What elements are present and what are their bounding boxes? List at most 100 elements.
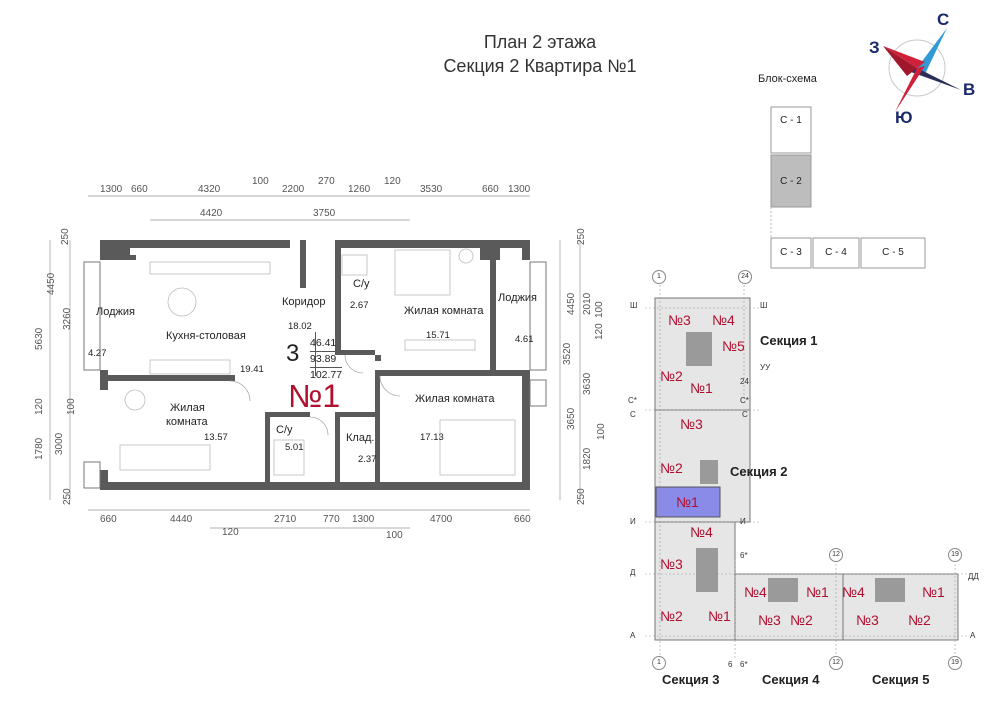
axis-left-4: И [630,517,636,526]
dim-top2-2: 3750 [313,208,336,219]
room-living-top: Жилая комната [404,305,484,317]
living-area: 46.41 [310,336,343,352]
dim-top-4: 100 [252,176,269,187]
dim-top-11: 1300 [508,184,531,195]
axis-left-3: С [630,410,636,419]
axis-top-3: 24 [740,377,749,386]
axis-top-2: 24 [738,270,752,284]
block-c4: С - 4 [825,247,847,258]
section-1-label: Секция 1 [760,333,818,348]
axis-right-2: УУ [760,363,771,372]
total-with-loggia: 102.77 [310,369,343,381]
block-scheme-label: Блок-схема [758,73,817,85]
dim-top-5: 2200 [282,184,305,195]
axis-left-2: С* [628,396,637,405]
axis-right-6: ДД [968,572,979,581]
s5-apt-3: №3 [856,612,879,628]
dim-top-1: 1300 [100,184,123,195]
apartment-number: №1 [288,378,341,414]
s1-apt-3: №3 [668,312,691,328]
axis-left-5: Д [630,568,636,577]
dim-bottom-1: 660 [100,514,117,525]
dim-top-3: 4320 [198,184,221,195]
s4-apt-3: №3 [758,612,781,628]
compass-north: С [937,10,950,29]
axis-right-3: С* [740,396,749,405]
s5-apt-1: №1 [922,584,945,600]
room-living-bottom: Жилая комната [415,393,495,405]
s2-apt-1: №1 [676,494,699,510]
area-living-top: 15.71 [426,330,450,341]
dim-top-8: 120 [384,176,401,187]
axis-left-1: Ш [630,301,638,310]
dim-top-2: 660 [131,184,148,195]
section-3-label: Секция 3 [662,672,720,687]
room-bath-top: С/у [353,278,370,290]
block-c5: С - 5 [882,247,904,258]
axis-bottom-3: 6* [740,660,748,669]
room-living-left-1: Жилая [170,402,205,414]
s3-apt-2: №2 [660,608,683,624]
room-bath-bottom: С/у [276,424,293,436]
s1-apt-2: №2 [660,368,683,384]
axis-right-1: Ш [760,301,768,310]
dim-bottom-6: 4700 [430,514,453,525]
s4-apt-1: №1 [806,584,829,600]
compass-rose-icon: С З В Ю [855,10,975,130]
dim-bottom-7: 660 [514,514,531,525]
dim-bottom2-1: 120 [222,527,239,538]
room-storage: Клад. [346,432,375,444]
s3-apt-3: №3 [660,556,683,572]
dim-top-6: 270 [318,176,335,187]
compass-west: З [869,38,880,57]
area-loggia-right: 4.61 [515,334,534,345]
area-living-bottom: 17.13 [420,432,444,443]
s2-apt-2: №2 [660,460,683,476]
axis-top-6: 19 [948,548,962,562]
section-4-label: Секция 4 [762,672,820,687]
room-kitchen: Кухня-столовая [166,330,246,342]
plan-subtitle: Секция 2 Квартира №1 [443,56,637,76]
dim-top2-1: 4420 [200,208,223,219]
s1-apt-1: №1 [690,380,713,396]
axis-top-5: 12 [829,548,843,562]
axis-right-7: А [970,631,976,640]
axis-top-1: 1 [652,270,666,284]
section-5-label: Секция 5 [872,672,930,687]
area-bath-top: 2.67 [350,300,369,311]
rooms-count: 3 [286,340,300,367]
block-c2: С - 2 [780,176,802,187]
dim-bottom2-2: 100 [386,530,403,541]
room-loggia-right: Лоджия [498,292,537,304]
plan-title: План 2 этажа [483,32,597,52]
s3-apt-1: №1 [708,608,731,624]
dim-top-7: 1260 [348,184,371,195]
s5-apt-2: №2 [908,612,931,628]
total-area: 93.89 [310,352,343,368]
dim-top-10: 660 [482,184,499,195]
dim-bottom-3: 2710 [274,514,297,525]
section-2-label: Секция 2 [730,464,788,479]
area-corridor: 18.02 [288,321,312,332]
s4-apt-2: №2 [790,612,813,628]
s1-apt-4: №4 [712,312,735,328]
block-c1: С - 1 [780,115,802,126]
block-c3: С - 3 [780,247,802,258]
area-bath-bottom: 5.01 [285,442,304,453]
s1-apt-5: №5 [722,338,745,354]
axis-left-6: А [630,631,636,640]
axis-bottom-1: 1 [652,656,666,670]
axis-top-4: 6* [740,551,748,560]
axis-bottom-2: 6 [728,660,733,669]
axis-bottom-5: 19 [948,656,962,670]
s4-apt-4: №4 [744,584,767,600]
area-kitchen: 19.41 [240,364,264,375]
area-storage: 2.37 [358,454,377,465]
room-loggia-left: Лоджия [96,306,135,318]
dim-top-9: 3530 [420,184,443,195]
area-living-left: 13.57 [204,432,228,443]
axis-bottom-4: 12 [829,656,843,670]
dim-bottom-2: 4440 [170,514,193,525]
dim-bottom-4: 770 [323,514,340,525]
axis-right-5: И [740,517,746,526]
